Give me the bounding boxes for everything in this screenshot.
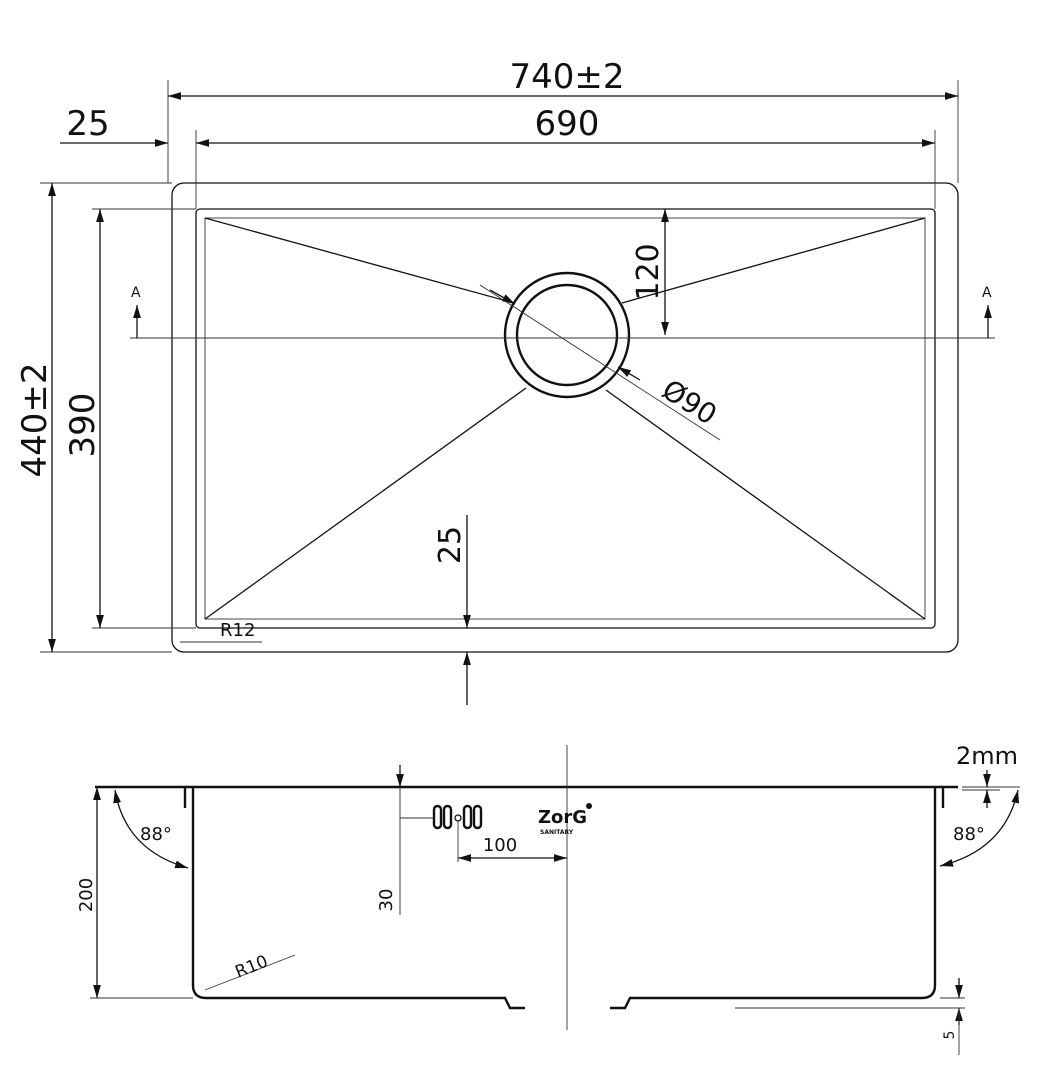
left-angle-label: 88°	[140, 824, 172, 845]
thickness-label: 2mm	[956, 742, 1018, 770]
right-bowl-profile	[610, 787, 937, 1010]
overflow-offset-label: 100	[483, 835, 517, 856]
height-label: 200	[76, 878, 97, 912]
bowl-bottom	[204, 217, 926, 620]
overall-width-label: 740±2	[509, 57, 624, 97]
section-marker-right: A	[982, 285, 992, 301]
bowl-width-label: 690	[535, 104, 600, 144]
svg-text:SANITARY: SANITARY	[540, 829, 574, 836]
drain-dim-line	[479, 284, 721, 441]
inner-radius-leader	[204, 954, 296, 991]
slope-lines	[204, 217, 926, 620]
overflow-height-label: 30	[376, 889, 397, 912]
overall-depth-label: 440±2	[15, 362, 55, 477]
drain-diameter-label: Ø90	[656, 373, 722, 432]
right-angle-label: 88°	[953, 824, 985, 845]
side-view: ZorG SANITARY 30 100 200 88° 88° 2mm R10…	[76, 742, 1020, 1055]
corner-radius-label: R12	[220, 620, 255, 641]
flange-offset-label: 25	[66, 104, 109, 144]
bowl-depth-label: 390	[63, 393, 103, 458]
top-view: Ø90 A A 740±2 690 25 440±2 390 120 25 R1…	[15, 57, 995, 705]
drain-offset-label: 120	[631, 243, 666, 300]
inner-radius-label: R10	[232, 952, 271, 983]
drain-inner	[515, 283, 619, 387]
section-marker-left: A	[131, 285, 141, 301]
right-angle-arc	[939, 789, 1020, 867]
drain-outer	[503, 271, 631, 399]
left-angle-arc	[113, 789, 189, 869]
front-flange-label: 25	[433, 526, 468, 564]
zorg-logo: ZorG SANITARY	[538, 803, 592, 836]
svg-text:ZorG: ZorG	[538, 807, 587, 828]
bowl-outline	[195, 208, 936, 629]
left-bowl-profile	[191, 787, 525, 1010]
overflow-slots	[432, 804, 483, 830]
outer-rim	[171, 182, 959, 653]
bottom-step-label: 5	[942, 1031, 958, 1040]
